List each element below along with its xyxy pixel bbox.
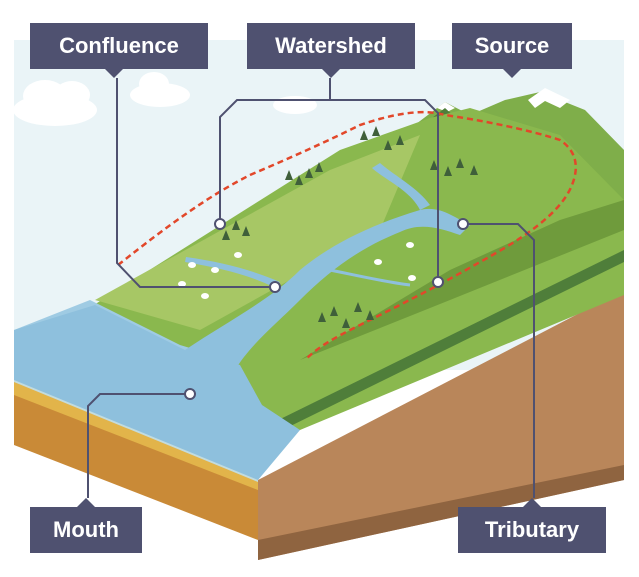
watershed-callout-right <box>330 99 439 282</box>
river-upper <box>372 163 430 210</box>
snow-cap-left <box>437 102 455 112</box>
callout-dots <box>184 218 469 400</box>
trees <box>222 126 478 328</box>
watershed-callout <box>219 78 331 224</box>
soil-edge-dark <box>258 465 624 560</box>
snow-cap-right <box>528 88 570 108</box>
callout-lines <box>87 78 535 498</box>
river-tributary-right <box>329 268 411 287</box>
tributary-callout <box>463 223 535 498</box>
land-highlight <box>95 135 420 330</box>
confluence-callout <box>116 78 275 288</box>
sea-side <box>14 380 258 540</box>
land-edge-green <box>258 250 624 442</box>
land-ridge-right <box>300 200 624 360</box>
mouth-marker <box>184 388 196 400</box>
sheep <box>178 242 416 299</box>
watershed-marker-right <box>432 276 444 288</box>
watershed-marker-left <box>214 218 226 230</box>
tributary-label: Tributary <box>458 498 606 553</box>
confluence-label: Confluence <box>30 23 208 78</box>
confluence-marker <box>269 281 281 293</box>
tributary-marker <box>457 218 469 230</box>
mouth-label: Mouth <box>30 498 142 553</box>
watershed-label: Watershed <box>247 23 415 78</box>
river-tributary-left <box>185 257 280 288</box>
watershed-boundary <box>117 110 577 361</box>
mouth-callout <box>87 393 190 498</box>
sea-surface <box>14 305 300 480</box>
source-label: Source <box>452 23 572 78</box>
river-main <box>185 208 470 370</box>
